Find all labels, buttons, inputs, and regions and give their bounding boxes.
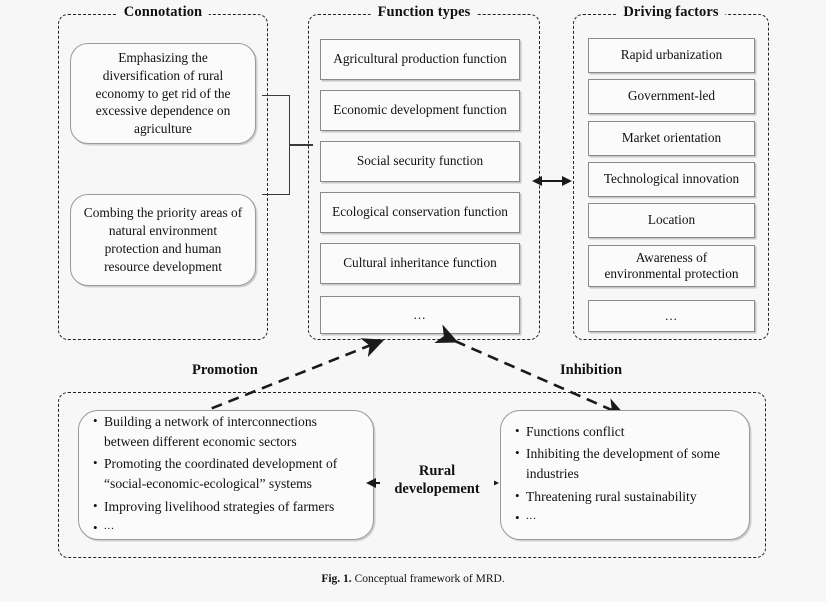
connotation-1-line-4: excessive dependence on	[95, 103, 231, 119]
arrow-head-right	[489, 477, 499, 488]
bullet-icon: •	[515, 422, 520, 438]
label-promotion: Promotion	[192, 362, 258, 378]
figure-caption: Fig. 1. Conceptual framework of MRD.	[0, 573, 826, 585]
arrow-head-right	[562, 175, 572, 186]
connotation-2-line-4: resource development	[104, 258, 222, 274]
driving-factor-item: Government-led	[588, 79, 755, 114]
promotion-bullet-text: Improving livelihood strategies of farme…	[104, 498, 335, 514]
list-item: • Promoting the coordinated development …	[93, 454, 361, 493]
promotion-outcomes-box: • Building a network of interconnections…	[78, 410, 374, 540]
inhibition-bullet-text: Inhibiting the development of some indus…	[526, 446, 721, 482]
connotation-2-line-3: protection and human	[104, 241, 222, 256]
driving-factor-item: Location	[588, 203, 755, 238]
arrow-head-left	[532, 175, 542, 186]
list-item: • ...	[515, 509, 737, 528]
driving-factor-item-ellipsis: ...	[588, 300, 755, 332]
figure-caption-text: Conceptual framework of MRD.	[354, 573, 505, 585]
group-driving-factors: Driving factors	[573, 4, 769, 340]
connotation-statement-2: Combing the priority areas of natural en…	[70, 194, 256, 286]
center-label-line-1: Rural	[418, 463, 456, 479]
group-function-types-title: Function types	[370, 4, 478, 21]
inhibition-bullet-text: Functions conflict	[526, 423, 625, 439]
group-rural-development-outcomes	[58, 392, 766, 558]
group-connotation-title: Connotation	[116, 4, 210, 21]
list-item: • Improving livelihood strategies of far…	[93, 497, 361, 517]
bullet-icon: •	[93, 497, 98, 513]
function-type-item: Economic development function	[320, 90, 520, 131]
driving-factor-item: Rapid urbanization	[588, 38, 755, 73]
bullet-icon: •	[93, 520, 98, 536]
connotation-1-line-3: economy to get rid of the	[95, 85, 231, 101]
function-type-item: Agricultural production function	[320, 39, 520, 80]
driving-factor-item: Technological innovation	[588, 162, 755, 197]
connotation-1-line-5: agriculture	[134, 121, 192, 137]
function-type-item: Social security function	[320, 141, 520, 182]
connotation-2-line-2: natural environment	[108, 223, 218, 239]
bullet-icon: •	[93, 412, 98, 428]
function-type-item-ellipsis: ...	[320, 296, 520, 334]
inhibition-bullet-text: Threatening rural sustainability	[526, 488, 697, 504]
arrow-head-left	[366, 477, 376, 488]
group-driving-factors-title: Driving factors	[616, 4, 726, 21]
promotion-bullet-text: Building a network of interconnections b…	[104, 413, 317, 449]
list-item: • Inhibiting the development of some ind…	[515, 444, 737, 483]
connotation-2-line-1: Combing the priority areas of	[83, 205, 243, 221]
connotation-statement-1: Emphasizing the diversification of rural…	[70, 43, 256, 144]
inhibition-bullet-text: ...	[526, 510, 537, 523]
promotion-bullet-text: ...	[104, 520, 115, 533]
bullet-icon: •	[515, 487, 520, 503]
list-item: • Building a network of interconnections…	[93, 412, 361, 451]
bullet-icon: •	[515, 445, 520, 461]
driving-factor-item: Market orientation	[588, 121, 755, 156]
list-item: • Threatening rural sustainability	[515, 487, 737, 507]
center-label-line-2: developement	[394, 480, 480, 497]
list-item: • Functions conflict	[515, 422, 737, 442]
driving-factor-item: Awareness of environmental protection	[588, 245, 755, 287]
promotion-bullet-text: Promoting the coordinated development of…	[104, 456, 338, 491]
function-type-item: Cultural inheritance function	[320, 243, 520, 284]
bullet-icon: •	[515, 510, 520, 526]
function-type-item: Ecological conservation function	[320, 192, 520, 233]
inhibition-outcomes-box: • Functions conflict • Inhibiting the de…	[500, 410, 750, 540]
list-item: • ...	[93, 519, 361, 538]
connotation-1-line-1: Emphasizing the	[118, 49, 208, 65]
center-label-rural-development: Rural developement	[380, 463, 494, 499]
label-inhibition: Inhibition	[560, 362, 623, 378]
connotation-1-line-2: diversification of rural	[102, 67, 224, 83]
figure-caption-label: Fig. 1.	[321, 573, 352, 585]
connotation-to-function-bracket	[262, 95, 313, 195]
bullet-icon: •	[93, 455, 98, 471]
group-connotation: Connotation	[58, 4, 268, 340]
